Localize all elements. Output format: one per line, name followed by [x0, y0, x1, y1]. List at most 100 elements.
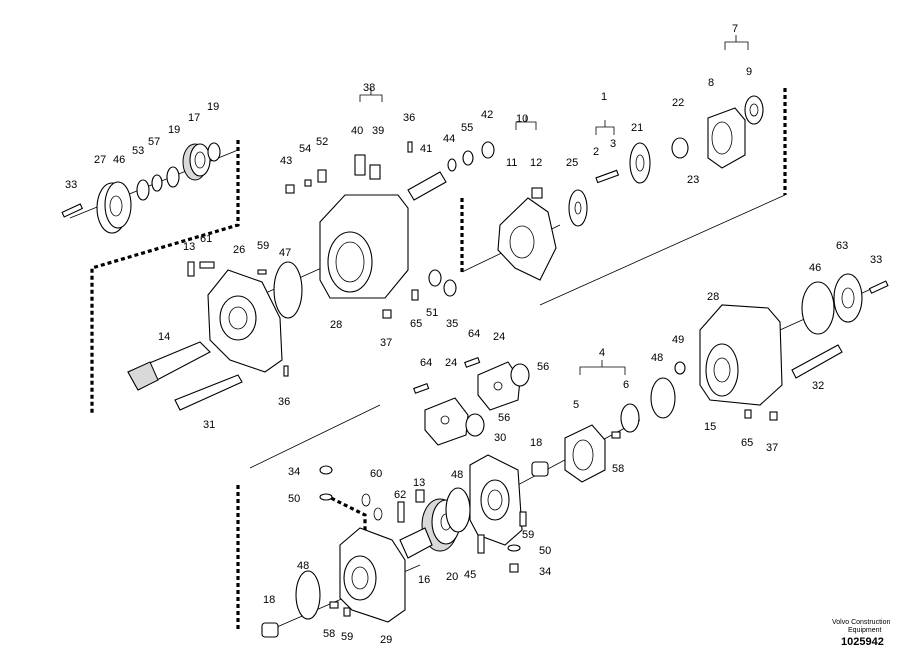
flange-46	[96, 181, 132, 234]
oring-56a	[510, 363, 530, 387]
label-18b: 18	[263, 594, 275, 606]
label-19a: 19	[207, 101, 219, 113]
bolt-64a	[464, 357, 481, 368]
cap-34-left	[319, 465, 333, 475]
label-12: 12	[530, 157, 542, 169]
pin-36-upper	[407, 141, 413, 153]
spacer-18-center	[531, 461, 549, 477]
label-52: 52	[316, 136, 328, 148]
label-33b: 33	[870, 254, 882, 266]
label-28b: 28	[707, 291, 719, 303]
label-46a: 46	[113, 154, 125, 166]
label-30: 30	[494, 432, 506, 444]
label-59b: 59	[522, 529, 534, 541]
gear-shaft-16	[399, 527, 433, 559]
label-24a: 24	[493, 331, 505, 343]
upper-left-flange-group	[61, 142, 221, 234]
label-65b: 65	[741, 437, 753, 449]
label-54: 54	[299, 143, 311, 155]
bolt-13-lower	[415, 489, 425, 503]
label-64b: 64	[420, 357, 432, 369]
seal-53	[136, 179, 150, 201]
pump-housing-28-right	[650, 273, 889, 421]
label-63: 63	[836, 240, 848, 252]
label-6: 6	[623, 379, 629, 391]
bolt-13-upper	[187, 261, 195, 277]
label-24b: 24	[445, 357, 457, 369]
label-48b: 48	[651, 352, 663, 364]
label-1: 1	[601, 91, 607, 103]
bearing-17	[182, 143, 211, 181]
label-15: 15	[704, 421, 716, 433]
label-50b: 50	[539, 545, 551, 557]
cylinder-block-5	[564, 424, 606, 483]
swash-plate-group	[497, 187, 588, 281]
pin-59-lower-right	[519, 511, 527, 527]
label-42: 42	[481, 109, 493, 121]
center-cylinder-group	[531, 403, 640, 483]
plug-37-right	[769, 411, 778, 421]
seal-45	[477, 534, 485, 554]
label-32: 32	[812, 380, 824, 392]
pin-65-upper	[411, 289, 419, 301]
label-59a: 59	[257, 240, 269, 252]
pump-housing-28-upper	[285, 141, 495, 319]
valve-plate-9	[744, 95, 764, 125]
screw-62	[397, 501, 405, 523]
plug-61	[199, 261, 215, 269]
label-11: 11	[506, 157, 517, 169]
bolt-64b	[413, 383, 430, 394]
label-17: 17	[188, 112, 200, 124]
cover-plate-24b	[424, 397, 469, 446]
ring-50-left	[319, 493, 333, 501]
label-2: 2	[593, 146, 599, 158]
pin-54	[304, 179, 312, 187]
label-53: 53	[132, 145, 144, 157]
label-40: 40	[351, 125, 363, 137]
label-25: 25	[566, 157, 578, 169]
label-62: 62	[394, 489, 406, 501]
label-60: 60	[370, 468, 382, 480]
bolt-33	[61, 203, 84, 218]
label-44: 44	[443, 133, 455, 145]
label-14: 14	[158, 331, 170, 343]
oring-47	[273, 261, 303, 319]
retainer-21	[629, 142, 651, 184]
assembly-dashed-lines	[90, 88, 787, 632]
label-4: 4	[599, 347, 605, 359]
figure-caption: Volvo Construction Equipment 1025942	[832, 619, 890, 648]
spacer-18-lower	[261, 622, 279, 638]
caption-company-2: Equipment	[848, 627, 882, 634]
plug-35	[443, 279, 457, 297]
pin-59-lower	[343, 607, 351, 617]
gear-housing-30	[469, 454, 527, 573]
bolt-32	[791, 344, 843, 379]
label-56a: 56	[537, 361, 549, 373]
springs-60	[361, 493, 383, 521]
pin-65-right	[744, 409, 752, 419]
label-41: 41	[420, 143, 432, 155]
upper-right-rotary-group	[595, 95, 764, 184]
label-18a: 18	[530, 437, 542, 449]
label-43: 43	[280, 155, 292, 167]
bolt-33-right	[868, 280, 889, 294]
label-64a: 64	[468, 328, 480, 340]
label-36b: 36	[278, 396, 290, 408]
label-55: 55	[461, 122, 473, 134]
oring-46-right	[801, 281, 835, 335]
oring-48-center	[445, 487, 471, 533]
label-48a: 48	[451, 469, 463, 481]
label-35: 35	[446, 318, 458, 330]
front-housing-26	[207, 269, 283, 373]
oring-48-right	[650, 377, 676, 419]
ring-57	[151, 174, 163, 192]
cover-plate-24a	[477, 361, 521, 411]
pin-58-center	[611, 431, 621, 439]
label-57: 57	[148, 136, 160, 148]
part-labels: 1 2 3 4 5 6 7 8 9 10 11 12 13 13 14 15 1…	[65, 23, 882, 646]
label-34b: 34	[539, 566, 551, 578]
label-33a: 33	[65, 179, 77, 191]
screw-43	[285, 184, 295, 194]
label-22: 22	[672, 97, 684, 109]
